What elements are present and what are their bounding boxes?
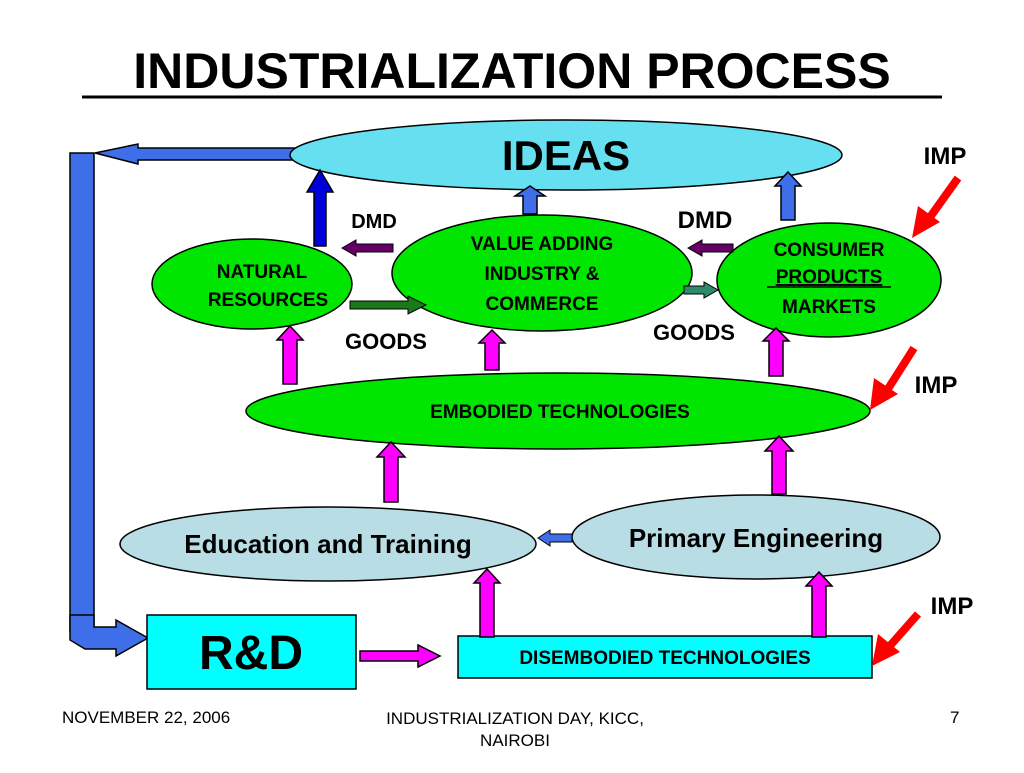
rnd-label: R&D <box>199 627 303 680</box>
value-adding-ellipse <box>391 214 693 332</box>
arrow-dmd-right <box>686 239 734 257</box>
arrow-embodied-to-consumer <box>761 326 791 377</box>
footer-date: NOVEMBER 22, 2006 <box>62 708 231 727</box>
arrow-embodied-to-value <box>477 328 507 371</box>
arrow-consumer-to-ideas <box>773 170 803 221</box>
dmd-left-label: DMD <box>351 211 397 233</box>
loop-arrow-left-head <box>94 143 301 165</box>
education-training-label: Education and Training <box>184 529 471 559</box>
value-adding-line1: VALUE ADDING <box>471 234 614 255</box>
arrow-primary-to-embodied <box>763 434 795 495</box>
natural-resources-line2: RESOURCES <box>208 290 328 311</box>
dmd-right-label: DMD <box>678 207 733 234</box>
embodied-technologies-ellipse <box>245 372 871 450</box>
education-training-ellipse <box>119 506 537 582</box>
value-adding-line3: COMMERCE <box>486 294 599 315</box>
arrow-disembodied-to-education <box>472 567 502 638</box>
consumer-products-ellipse <box>716 222 942 338</box>
consumer-line1: CONSUMER <box>774 240 885 261</box>
loop-arrow-to-rnd <box>69 614 150 658</box>
consumer-line3: MARKETS <box>782 297 876 318</box>
rnd-box <box>146 614 357 690</box>
footer-event-line2: NAIROBI <box>480 731 550 750</box>
imp-middle-label: IMP <box>915 372 958 399</box>
arrow-disembodied-to-primary <box>804 570 834 638</box>
embodied-technologies-label: EMBODIED TECHNOLOGIES <box>430 402 690 423</box>
goods-left-label: GOODS <box>345 329 427 354</box>
footer-event-line1: INDUSTRIALIZATION DAY, KICC, <box>386 709 644 728</box>
goods-right-label: GOODS <box>653 320 735 345</box>
disembodied-box <box>457 635 873 679</box>
ideas-ellipse <box>289 119 843 191</box>
ideas-label: IDEAS <box>502 132 630 179</box>
natural-resources-line1: NATURAL <box>217 262 308 283</box>
consumer-line2: PRODUCTS <box>776 267 883 288</box>
page-number: 7 <box>950 708 960 727</box>
arrow-goods-right <box>683 281 720 299</box>
arrow-value-to-ideas <box>512 185 548 215</box>
imp-top-label: IMP <box>924 143 967 170</box>
arrow-natural-to-ideas <box>305 168 335 247</box>
imp-bottom-arrow <box>872 611 921 666</box>
arrow-dmd-left <box>340 239 394 257</box>
arrow-education-to-embodied <box>375 440 407 503</box>
imp-middle-arrow <box>870 345 918 410</box>
imp-bottom-label: IMP <box>931 593 974 620</box>
primary-engineering-label: Primary Engineering <box>629 523 883 553</box>
natural-resources-ellipse <box>151 238 353 330</box>
arrow-primary-to-education <box>537 529 573 547</box>
arrow-goods-left <box>349 295 428 315</box>
arrow-rnd-to-disembodied <box>359 643 442 669</box>
disembodied-label: DISEMBODIED TECHNOLOGIES <box>519 648 810 669</box>
slide-title: INDUSTRIALIZATION PROCESS <box>133 43 890 99</box>
value-adding-line2: INDUSTRY & <box>484 264 599 285</box>
loop-arrow-vertical-bar <box>69 152 95 632</box>
footer-event: INDUSTRIALIZATION DAY, KICC, NAIROBI <box>345 708 685 752</box>
arrow-embodied-to-natural <box>275 324 305 385</box>
imp-top-arrow <box>912 175 962 238</box>
